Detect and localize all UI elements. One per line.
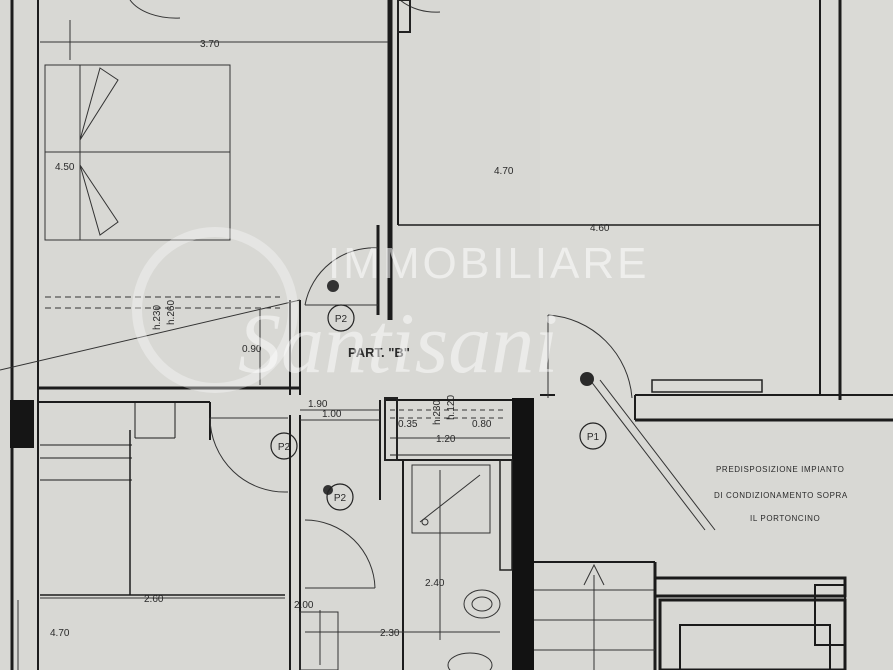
closet-dashed	[45, 296, 505, 419]
marker-p2-lower-label: P2	[334, 493, 347, 504]
dim-bath-200: 2.00	[294, 600, 314, 611]
hvac-note-line1: PREDISPOSIZIONE IMPIANTO	[716, 465, 845, 474]
marker-p2-top: P2	[327, 280, 355, 332]
dim-bath-height: 2.40	[425, 578, 445, 589]
hvac-note-line2: DI CONDIZIONAMENTO SOPRA	[714, 491, 848, 500]
dim-hall-190: 1.90	[308, 399, 328, 410]
marker-p1: P1	[579, 372, 607, 450]
watermark: IMMOBILIARE Santisani	[132, 227, 650, 393]
watermark-line1: IMMOBILIARE	[328, 239, 650, 288]
dim-door-h230-b: h.230	[432, 400, 443, 425]
dim-hall-100: 1.00	[322, 409, 342, 420]
dim-top-width: 3.70	[200, 39, 220, 50]
dim-corridor-width: 0.90	[242, 344, 262, 355]
dim-right-room-height: 4.70	[494, 166, 514, 177]
dim-lower-height: 4.70	[50, 628, 70, 639]
radiator-hall	[384, 397, 398, 461]
dim-bedroom-depth: 4.50	[55, 162, 75, 173]
bed	[44, 20, 231, 241]
section-label: PART. "B"	[348, 345, 410, 360]
staircase	[534, 561, 847, 670]
watermark-line2: Santisani	[238, 295, 558, 391]
dim-right-room-width: 4.60	[590, 223, 610, 234]
hvac-note: PREDISPOSIZIONE IMPIANTO DI CONDIZIONAME…	[714, 465, 848, 523]
dim-bath-035: 0.35	[398, 419, 418, 430]
marker-p2-hall: P2	[270, 432, 298, 460]
marker-p2-top-label: P2	[335, 314, 348, 325]
radiator-top	[397, 0, 411, 33]
hvac-note-line3: IL PORTONCINO	[750, 514, 820, 523]
note-leader	[589, 379, 706, 531]
walls	[10, 0, 893, 670]
bathroom-fixtures	[299, 464, 501, 670]
note-leader-2	[599, 379, 716, 531]
dim-bath-230: 2.30	[380, 628, 400, 639]
marker-p1-label: P1	[587, 432, 600, 443]
door-swings	[129, 0, 633, 589]
radiator-bath	[499, 459, 513, 571]
radiator-right	[651, 379, 763, 393]
marker-p2-lower: P2	[323, 483, 354, 511]
dim-door-h260: h.260	[166, 300, 177, 325]
wall-pillar-left	[10, 400, 34, 448]
wall-black-column	[512, 398, 534, 670]
dim-bath-120: 1.20	[436, 434, 456, 445]
marker-p2-hall-label: P2	[278, 442, 291, 453]
dim-lower-width: 2.60	[144, 594, 164, 605]
dim-door-h120: h.120	[446, 395, 457, 420]
dim-bath-080: 0.80	[472, 419, 492, 430]
dim-door-h230: h.230	[152, 305, 163, 330]
